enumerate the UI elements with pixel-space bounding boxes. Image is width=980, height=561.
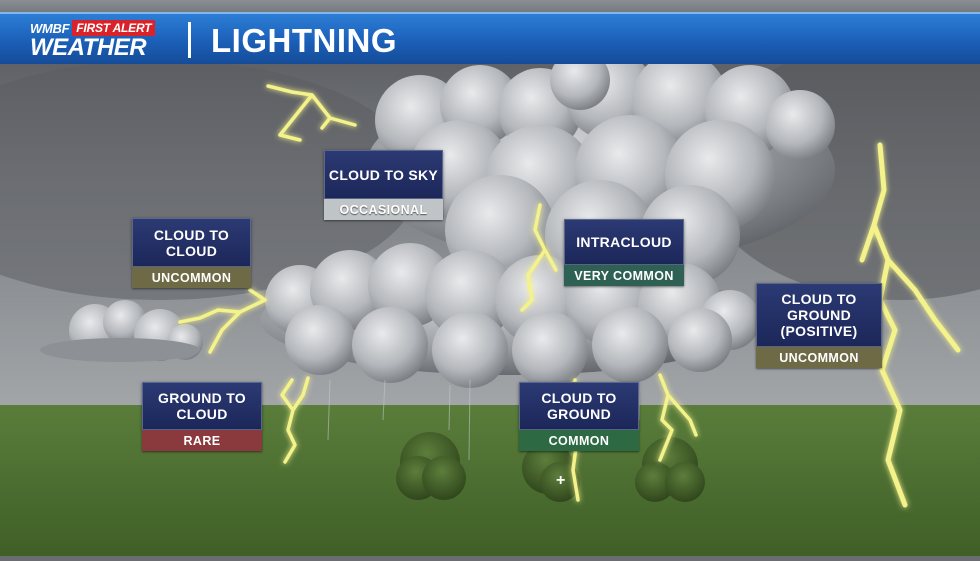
label-title: CLOUD TO SKY bbox=[324, 150, 443, 199]
logo-station-name: WMBF bbox=[30, 20, 70, 36]
ground-to-cloud-bolt bbox=[280, 376, 310, 464]
label-title: CLOUD TO GROUND bbox=[519, 382, 639, 430]
label-cloud-to-ground-positive: CLOUD TO GROUND (POSITIVE) UNCOMMON bbox=[756, 283, 882, 368]
header-bar: WMBF FIRST ALERT WEATHER LIGHTNING bbox=[0, 12, 980, 64]
label-title: GROUND TO CLOUD bbox=[142, 382, 262, 430]
label-title: CLOUD TO CLOUD bbox=[132, 218, 251, 267]
cloud-to-cloud-bolt bbox=[178, 288, 267, 354]
label-cloud-to-cloud: CLOUD TO CLOUD UNCOMMON bbox=[132, 218, 251, 288]
frequency-badge: UNCOMMON bbox=[756, 347, 882, 368]
cloud-to-ground-bolt-right bbox=[658, 373, 698, 462]
tree-middle bbox=[522, 442, 580, 502]
frequency-badge: UNCOMMON bbox=[132, 267, 251, 288]
label-intracloud: INTRACLOUD VERY COMMON bbox=[564, 219, 684, 286]
positive-cloud-to-ground-bolt bbox=[859, 142, 961, 508]
page-title: LIGHTNING bbox=[211, 22, 397, 59]
label-title: CLOUD TO GROUND (POSITIVE) bbox=[756, 283, 882, 347]
label-cloud-to-ground: CLOUD TO GROUND COMMON bbox=[519, 382, 639, 451]
station-logo: WMBF FIRST ALERT WEATHER bbox=[30, 18, 170, 62]
tree-right bbox=[635, 437, 705, 502]
logo-first-alert: FIRST ALERT bbox=[72, 20, 156, 36]
logo-weather: WEATHER bbox=[30, 34, 147, 61]
header-top-strip bbox=[0, 0, 980, 12]
frequency-badge: COMMON bbox=[519, 430, 639, 451]
cumulonimbus-cloud bbox=[40, 50, 835, 388]
tree-left bbox=[396, 432, 466, 500]
frequency-badge: OCCASIONAL bbox=[324, 199, 443, 220]
label-ground-to-cloud: GROUND TO CLOUD RARE bbox=[142, 382, 262, 451]
label-cloud-to-sky: CLOUD TO SKY OCCASIONAL bbox=[324, 150, 443, 220]
cloud-to-sky-bolt bbox=[266, 84, 357, 142]
positive-charge-symbol: + bbox=[556, 472, 565, 489]
header-divider bbox=[188, 22, 191, 58]
intracloud-bolt bbox=[520, 203, 558, 312]
label-title: INTRACLOUD bbox=[564, 219, 684, 265]
frequency-badge: RARE bbox=[142, 430, 262, 451]
frequency-badge: VERY COMMON bbox=[564, 265, 684, 286]
